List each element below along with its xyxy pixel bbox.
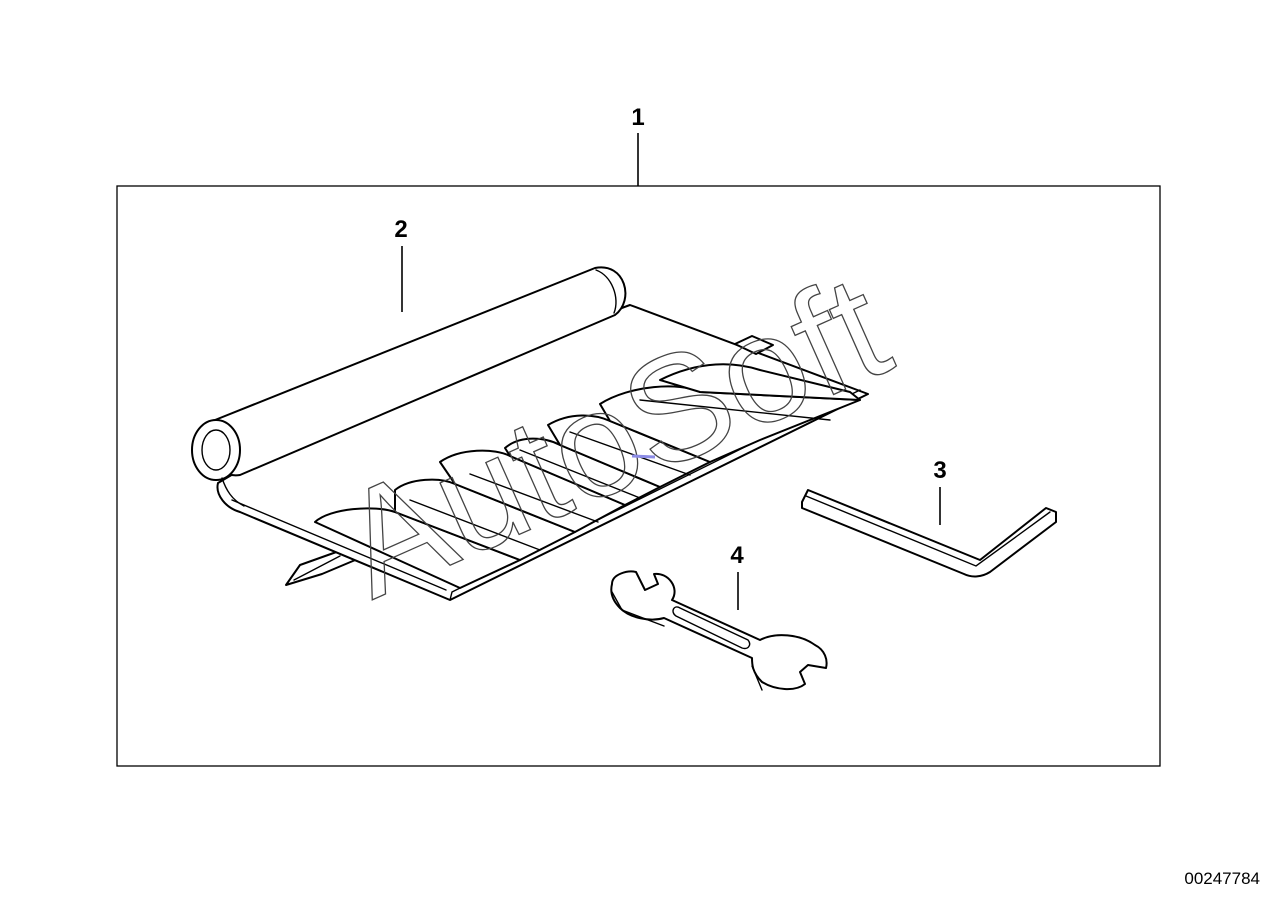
- drawing-number: 00247784: [1184, 869, 1260, 888]
- tool-bag-tab: [734, 335, 774, 355]
- tool-bag-roll-end: [191, 419, 241, 481]
- tool-bag-pocket-2: [394, 478, 576, 561]
- hex-key: [801, 489, 1057, 578]
- tool-bag-pocket-4: [504, 437, 661, 506]
- tool-bag-pocket-5: [547, 414, 711, 488]
- callout-2-tool-bag[interactable]: 2: [394, 216, 407, 243]
- tool-bag-pocket-6: [599, 385, 861, 463]
- tool-bag-drawing: [191, 266, 869, 601]
- callout-3-hex-key[interactable]: 3: [933, 457, 946, 484]
- tool-bag-pocket-3: [439, 449, 626, 533]
- hex-key-drawing: [801, 489, 1057, 578]
- open-end-wrench-drawing: [610, 570, 828, 691]
- callout-4-open-end-wrench[interactable]: 4: [730, 542, 744, 569]
- tool-bag-pocket-7: [659, 363, 861, 401]
- watermark-dash: [631, 454, 656, 459]
- callout-1-assembly[interactable]: 1: [631, 104, 644, 131]
- open-end-wrench: [610, 570, 828, 690]
